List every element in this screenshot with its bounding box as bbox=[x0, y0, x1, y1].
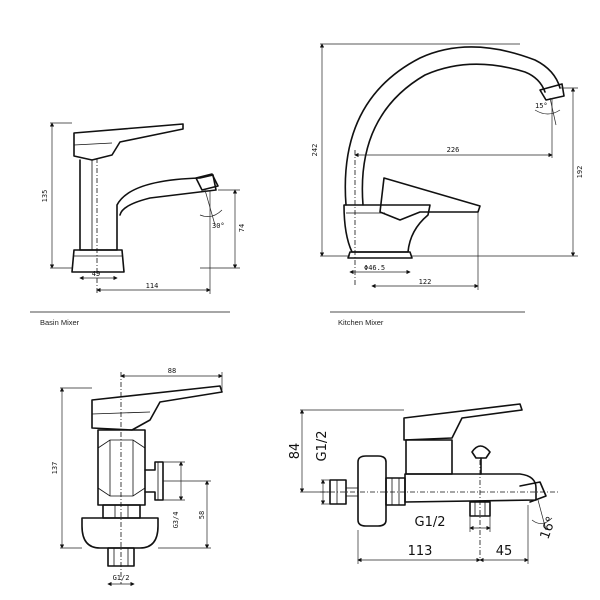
kitchen-body bbox=[343, 204, 431, 253]
basin-angle-label: 30° bbox=[212, 222, 225, 230]
kitchen-angle-label: 15° bbox=[535, 102, 548, 110]
kitchen-spout-tip bbox=[539, 83, 565, 101]
bidet-outlet-label: G1/2 bbox=[113, 574, 130, 582]
bidet-width-label: 88 bbox=[168, 367, 176, 375]
bath-diverter-knob bbox=[471, 445, 491, 459]
kitchen-reach-label: 226 bbox=[447, 146, 460, 154]
bath-thread-top-label: G1/2 bbox=[315, 431, 330, 462]
basin-mixer-drawing: 135 49 114 74 30° bbox=[41, 122, 246, 294]
kitchen-handle bbox=[379, 177, 481, 221]
bath-handle bbox=[403, 403, 523, 441]
bath-cartridge bbox=[405, 439, 453, 475]
basin-base bbox=[71, 249, 125, 273]
kitchen-base bbox=[347, 251, 413, 259]
bath-spout-label: 45 bbox=[496, 544, 513, 559]
basin-base-label: 49 bbox=[92, 270, 100, 278]
kitchen-height-label: 242 bbox=[311, 144, 319, 157]
basin-body bbox=[79, 159, 217, 251]
bath-eccentric-pipe bbox=[329, 479, 347, 505]
kitchen-spout-height-label: 192 bbox=[576, 166, 584, 179]
kitchen-spout-inner bbox=[361, 63, 546, 206]
bidet-handle bbox=[91, 385, 223, 431]
bath-spout bbox=[519, 481, 547, 503]
basin-spout-tip bbox=[195, 173, 219, 191]
bidet-side-inlet bbox=[144, 461, 164, 501]
bath-mixer-drawing: 84 G1/2 G1/2 113 45 16° bbox=[288, 403, 560, 564]
bidet-body bbox=[97, 429, 146, 506]
bath-reach-label: 113 bbox=[408, 544, 433, 559]
basin-caption: Basin Mixer bbox=[40, 318, 80, 327]
kitchen-spout-outer bbox=[344, 46, 561, 206]
bath-angle-label: 16° bbox=[538, 515, 560, 542]
bidet-mixer-drawing: 88 137 G3/4 58 G1/2 bbox=[51, 367, 223, 587]
kitchen-base-reach-label: 122 bbox=[419, 278, 432, 286]
kitchen-mixer-drawing: 242 226 192 Φ46.5 122 15° bbox=[311, 43, 584, 290]
bath-body bbox=[404, 473, 537, 503]
bidet-outlet bbox=[107, 547, 135, 567]
basin-height-label: 135 bbox=[41, 190, 49, 203]
basin-handle bbox=[73, 123, 184, 161]
bidet-inlet-height-label: 58 bbox=[198, 511, 206, 519]
bidet-flange bbox=[81, 517, 159, 549]
bidet-inlet-label: G3/4 bbox=[172, 512, 180, 529]
kitchen-caption: Kitchen Mixer bbox=[338, 318, 384, 327]
bath-escutcheon bbox=[357, 455, 387, 527]
bath-nut bbox=[385, 477, 406, 506]
kitchen-base-dia-label: Φ46.5 bbox=[364, 264, 385, 272]
bidet-nut bbox=[102, 504, 141, 519]
bidet-height-label: 137 bbox=[51, 462, 59, 475]
basin-reach-label: 114 bbox=[146, 282, 159, 290]
bath-thread-bottom-label: G1/2 bbox=[415, 515, 446, 530]
bath-height-label: 84 bbox=[288, 443, 303, 460]
basin-spout-height-label: 74 bbox=[238, 224, 246, 232]
